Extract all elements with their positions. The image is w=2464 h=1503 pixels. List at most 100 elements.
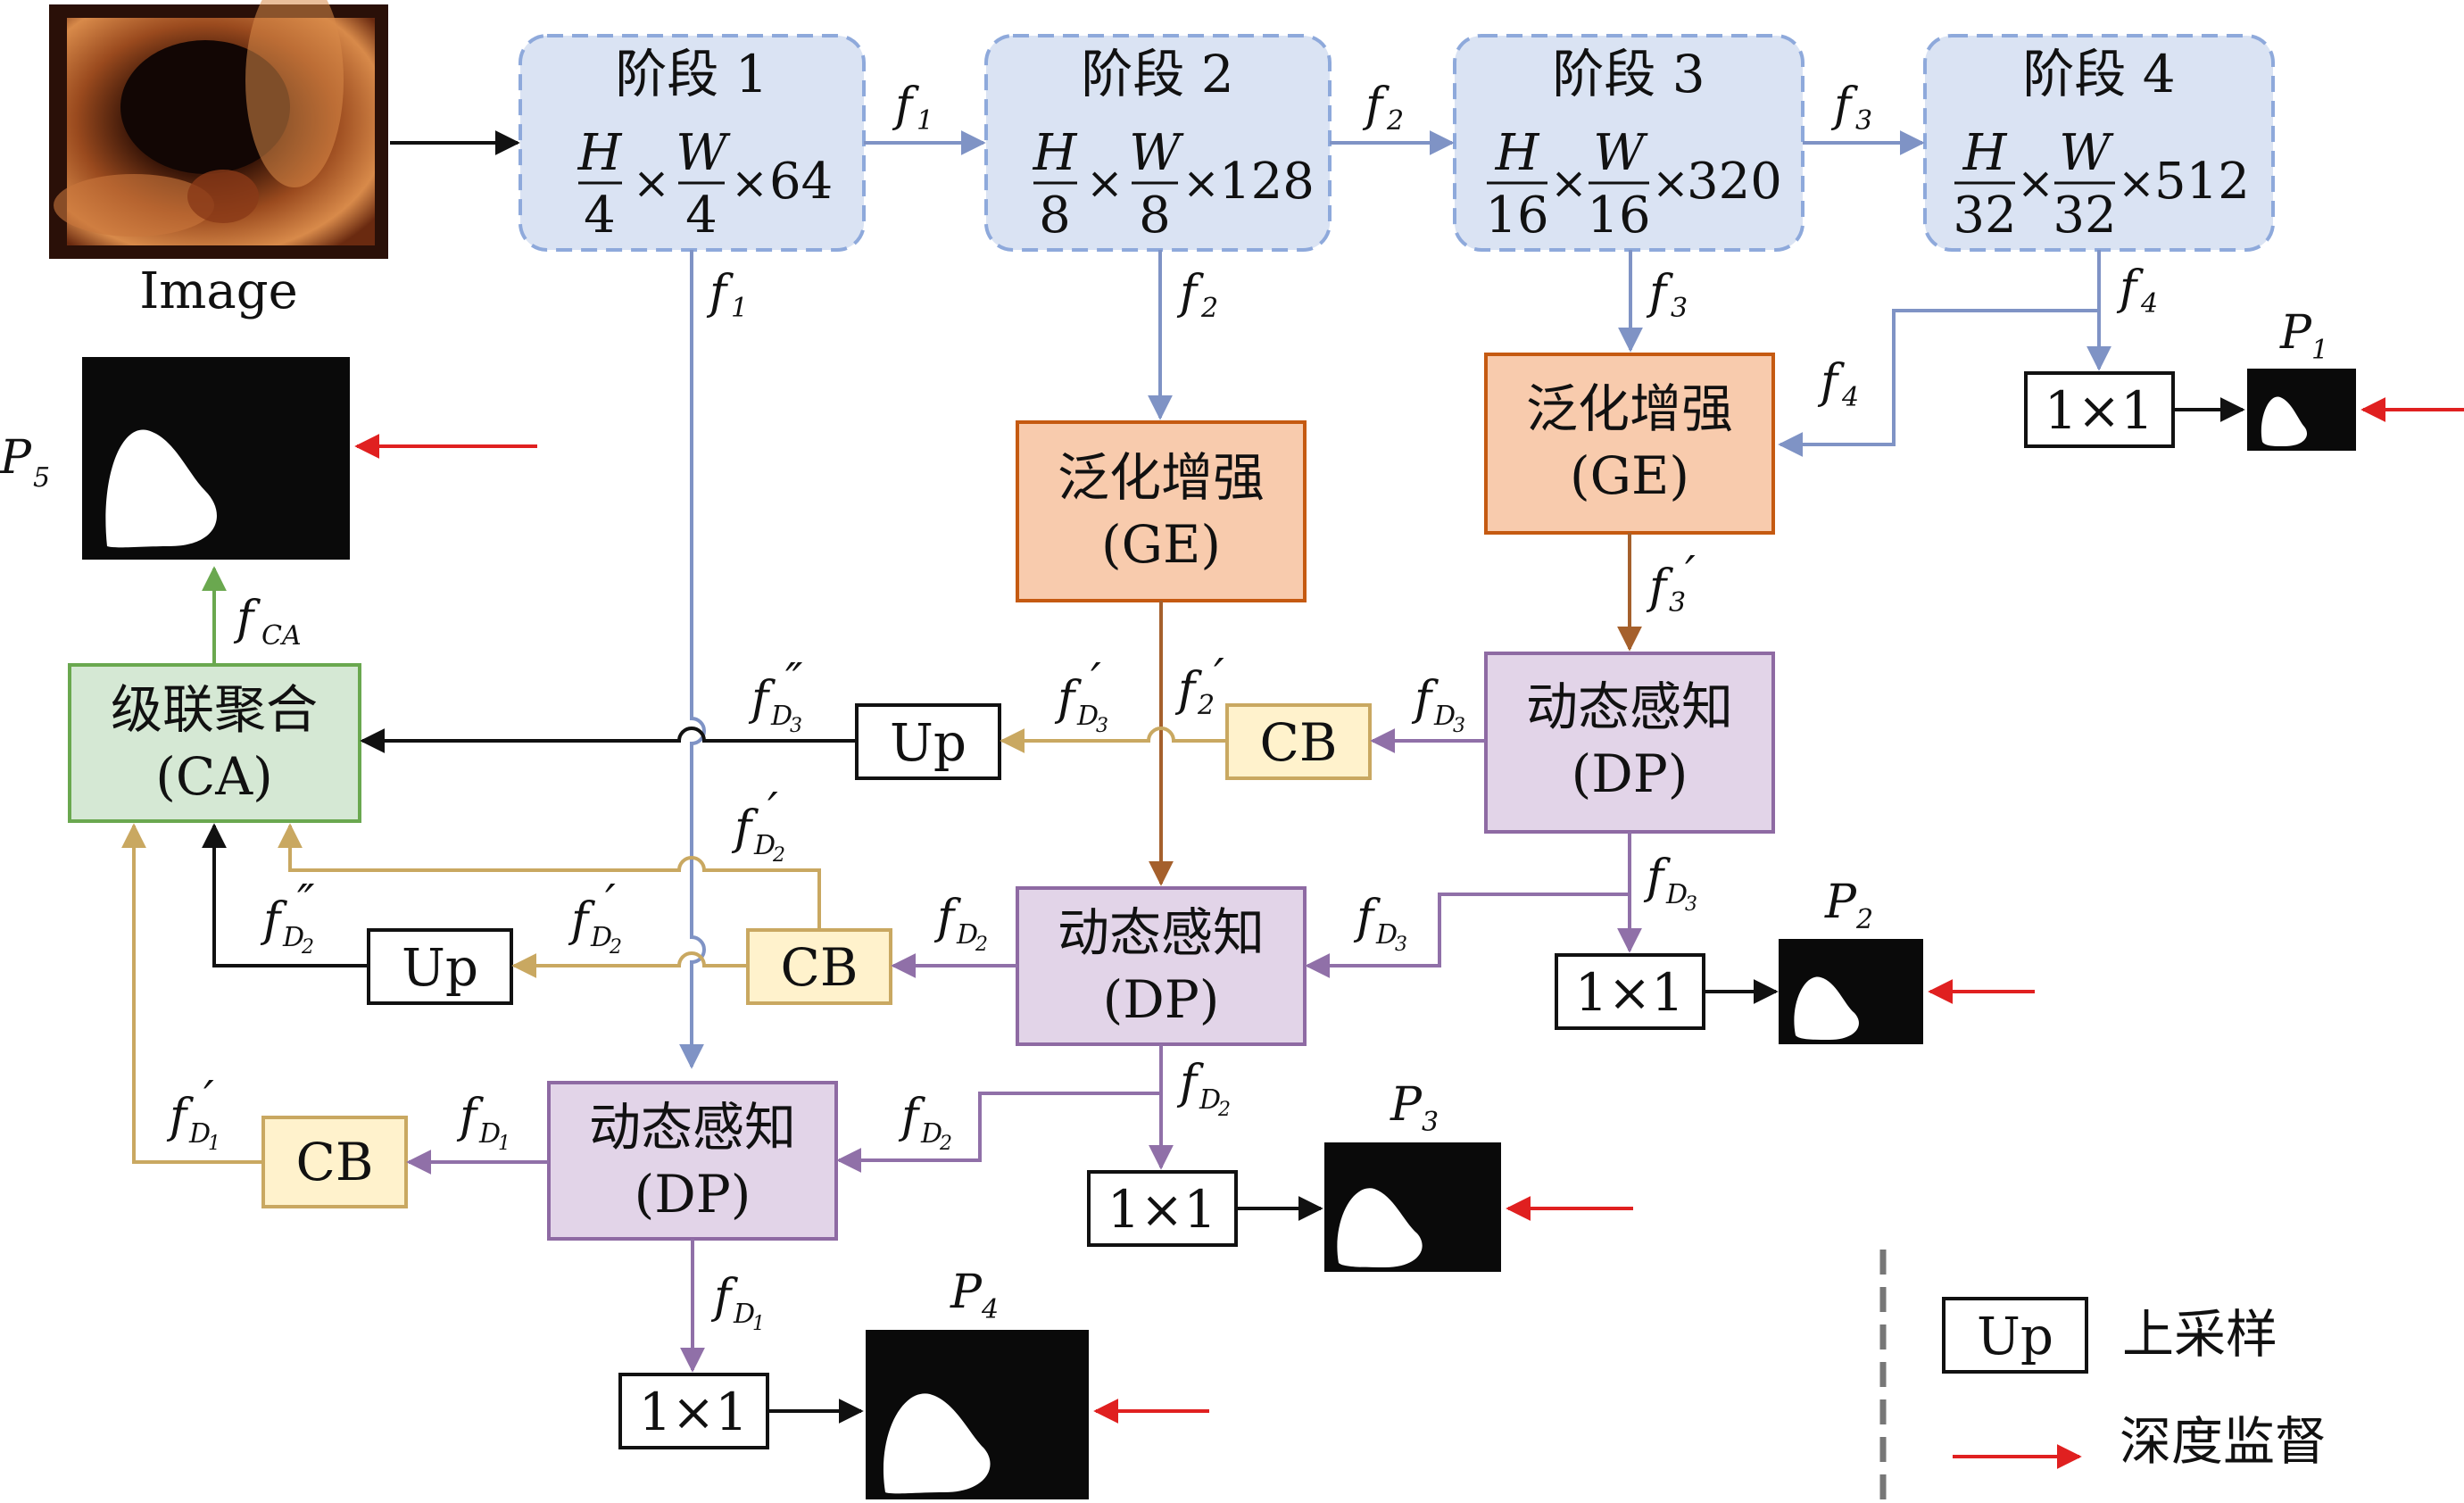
stage-3-w-num: W [1593, 124, 1648, 182]
ge-box-2: 泛化增强 (GE) [1484, 353, 1775, 535]
svg-text:″: ″ [297, 876, 315, 929]
svg-text:动态感知: 动态感知 [589, 1097, 796, 1158]
svg-text:3: 3 [1671, 293, 1688, 324]
stage-4-times-1: × [2017, 157, 2054, 209]
svg-text:动态感知: 动态感知 [1526, 677, 1733, 737]
input-image [49, 0, 388, 259]
svg-text:f: f [892, 79, 919, 132]
svg-text:D: D [956, 919, 978, 951]
ca-box: 级联聚合 (CA) [68, 663, 361, 823]
stage-4-h-num: H [1962, 124, 2008, 182]
svg-text:D: D [188, 1118, 211, 1150]
svg-text:Up: Up [402, 937, 478, 998]
arrow-cb2-to-ca [278, 823, 821, 930]
svg-text:P: P [1390, 1078, 1423, 1132]
svg-text:f: f [2116, 262, 2144, 315]
svg-text:f: f [1817, 355, 1845, 409]
stage-1-h-den: 4 [584, 187, 616, 245]
svg-text:D: D [590, 922, 612, 953]
stage-1-w-num: W [676, 124, 731, 182]
svg-text:D: D [1076, 701, 1099, 732]
stage-3-h-den: 16 [1485, 187, 1548, 245]
stage-3-times-1: × [1550, 157, 1588, 209]
arrow-f1-to-dp1 [679, 250, 706, 1069]
stage-3-times-2: × [1652, 157, 1689, 209]
svg-text:泛化增强: 泛化增强 [1526, 378, 1733, 439]
stage-1-box: 阶段 1 H 4 × W 4 × 64 [519, 34, 866, 252]
stage-2-h-den: 8 [1039, 187, 1071, 245]
svg-text:′: ′ [203, 1072, 214, 1125]
prediction-p1 [2247, 369, 2356, 451]
svg-text:1×1: 1×1 [1108, 1179, 1216, 1240]
prediction-p3 [1324, 1142, 1501, 1272]
stage-3-h-num: H [1495, 124, 1540, 182]
svg-text:′: ′ [1214, 650, 1224, 703]
stage-1-w-den: 4 [685, 187, 718, 245]
svg-text:2: 2 [1197, 690, 1215, 721]
arrow-cb1-to-ca [121, 823, 263, 1164]
svg-text:5: 5 [33, 462, 50, 494]
svg-text:D: D [1665, 879, 1688, 910]
svg-text:D: D [1375, 919, 1398, 951]
svg-text:4: 4 [1841, 382, 1859, 413]
stage-2-times-1: × [1086, 157, 1124, 209]
stage-1-title: 阶段 1 [615, 44, 767, 104]
stage-2-h-num: H [1033, 124, 1078, 182]
stage-1-times-2: × [731, 157, 768, 209]
svg-text:3: 3 [1096, 715, 1108, 737]
svg-text:CB: CB [296, 1132, 374, 1192]
cb-box-2: CB [746, 928, 892, 1005]
svg-text:级联聚合: 级联聚合 [111, 679, 318, 740]
svg-text:D: D [733, 1299, 755, 1330]
svg-text:4: 4 [981, 1294, 999, 1325]
stage-1-times-1: × [633, 157, 670, 209]
stage-3-title: 阶段 3 [1552, 44, 1705, 104]
arrow-cb3-to-up3 [1000, 727, 1227, 753]
stage-2-w-den: 8 [1139, 187, 1171, 245]
svg-text:1: 1 [498, 1133, 510, 1155]
stage-4-channels: 512 [2154, 153, 2250, 211]
svg-text:2: 2 [939, 1133, 952, 1155]
svg-text:1×1: 1×1 [639, 1382, 748, 1442]
arrow-up2-to-ca [202, 823, 369, 967]
conv-box-p4: 1×1 [618, 1373, 769, 1449]
stage-2-times-2: × [1182, 157, 1220, 209]
svg-text:1: 1 [208, 1133, 220, 1155]
svg-text:1: 1 [752, 1313, 765, 1335]
svg-text:4: 4 [2140, 288, 2158, 320]
arrow-dp2-to-dp1 [836, 1044, 1163, 1173]
svg-text:f: f [1362, 79, 1390, 132]
svg-text:1: 1 [2311, 335, 2328, 366]
svg-text:Up: Up [890, 712, 967, 773]
up-box-3: Up [855, 703, 1001, 780]
svg-text:2: 2 [1200, 293, 1218, 324]
prediction-p5 [82, 357, 350, 560]
svg-text:f: f [1646, 266, 1673, 320]
svg-text:1×1: 1×1 [1575, 962, 1684, 1023]
stage-4-w-num: W [2059, 124, 2114, 182]
svg-text:D: D [920, 1118, 942, 1150]
stage-3-channels: 320 [1687, 153, 1782, 211]
ge-box-1: 泛化增强 (GE) [1016, 420, 1307, 602]
svg-text:P: P [0, 431, 32, 485]
up-box-2: Up [367, 928, 513, 1005]
svg-text:D: D [1433, 701, 1456, 732]
cb-box-3: CB [1225, 703, 1372, 780]
conv-box-p3: 1×1 [1087, 1170, 1238, 1247]
legend-up-text: 上采样 [2122, 1304, 2277, 1365]
svg-text:D: D [753, 830, 776, 861]
conv-box-p2: 1×1 [1555, 953, 1705, 1030]
stage-4-times-2: × [2118, 157, 2155, 209]
